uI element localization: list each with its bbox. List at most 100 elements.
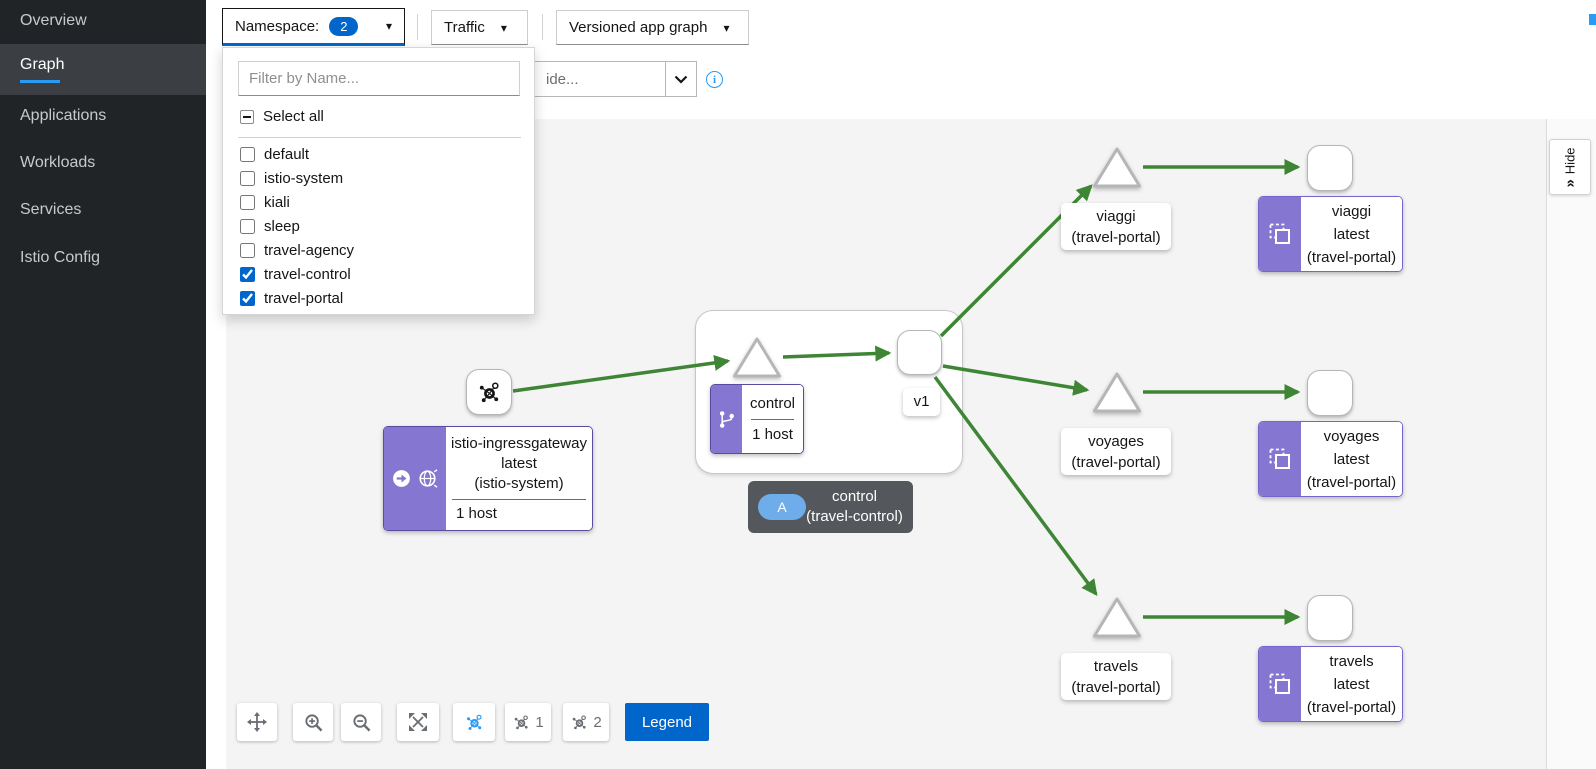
- namespace-option-kiali[interactable]: kiali: [240, 194, 290, 211]
- label-service-viaggi[interactable]: viaggi (travel-portal): [1061, 203, 1171, 250]
- graph-layout-icon: [466, 714, 482, 730]
- chevron-down-icon[interactable]: [665, 62, 696, 96]
- sidebar-item-label: Applications: [20, 107, 107, 124]
- root-arrow-icon: [393, 470, 410, 487]
- traffic-dropdown-toggle[interactable]: Traffic ▾: [431, 10, 528, 45]
- app-badge: A: [758, 494, 806, 520]
- checkbox[interactable]: [240, 171, 255, 186]
- traffic-label: Traffic: [444, 19, 485, 36]
- sidebar-item-label: Graph: [20, 56, 65, 73]
- node-app-viaggi[interactable]: [1307, 145, 1353, 191]
- sidebar-item-overview[interactable]: Overview: [0, 12, 206, 30]
- sidebar-item-label: Services: [20, 201, 82, 218]
- node-name: istio-ingressgateway: [451, 434, 587, 452]
- node-istio-ingressgateway[interactable]: [466, 369, 512, 415]
- namespace-count-badge: 2: [329, 16, 359, 36]
- collapsed-side-panel: [1546, 119, 1596, 769]
- node-app-travels[interactable]: [1307, 595, 1353, 641]
- namespace-label: Namespace:: [235, 17, 320, 35]
- layout-2-button[interactable]: 2: [563, 703, 609, 741]
- label-service-travels[interactable]: travels (travel-portal): [1061, 653, 1171, 700]
- label-divider: [451, 498, 587, 500]
- node-version: latest: [501, 454, 537, 472]
- sidebar-item-graph[interactable]: Graph: [0, 44, 206, 95]
- sidebar-item-istio-config[interactable]: Istio Config: [0, 249, 206, 267]
- label-control-v1[interactable]: v1: [903, 388, 940, 416]
- namespace-option-istio-system[interactable]: istio-system: [240, 170, 343, 187]
- node-namespace: (istio-system): [474, 474, 564, 492]
- node-service-control[interactable]: [731, 335, 783, 380]
- label-service-voyages[interactable]: voyages (travel-portal): [1061, 428, 1171, 475]
- graph-layout-icon: [573, 714, 587, 729]
- node-hosts: 1 host: [456, 504, 497, 522]
- select-all-checkbox[interactable]: Select all: [240, 108, 324, 125]
- gateway-globe-icon: [419, 469, 438, 488]
- toolbar-divider: [542, 14, 543, 40]
- zoom-out-button[interactable]: [341, 703, 381, 741]
- pan-button[interactable]: [237, 703, 277, 741]
- hide-tab-label: Hide: [1562, 146, 1578, 174]
- node-name: control: [749, 394, 796, 412]
- versioned-app-icon: [1269, 673, 1290, 694]
- info-icon[interactable]: i: [706, 71, 723, 88]
- label-istio-ingressgateway[interactable]: istio-ingressgateway latest (istio-syste…: [383, 426, 593, 531]
- group-label-control[interactable]: A control (travel-control): [748, 481, 913, 533]
- namespace-option-sleep[interactable]: sleep: [240, 218, 300, 235]
- zoom-in-icon: [304, 713, 322, 731]
- expand-arrows-icon: [409, 713, 427, 731]
- caret-down-icon: ▾: [723, 20, 730, 35]
- node-service-voyages[interactable]: [1091, 370, 1143, 415]
- node-app-voyages[interactable]: [1307, 370, 1353, 416]
- layout-1-button[interactable]: 1: [505, 703, 551, 741]
- namespace-filter-input[interactable]: [238, 61, 520, 96]
- layout-default-button[interactable]: [453, 703, 495, 741]
- toolbar-divider: [417, 14, 418, 40]
- label-divider: [751, 418, 794, 420]
- checkbox[interactable]: [240, 267, 255, 282]
- node-service-travels[interactable]: [1091, 595, 1143, 640]
- namespace-dropdown-toggle[interactable]: Namespace: 2 ▾: [222, 8, 405, 46]
- graph-layout-icon: [515, 714, 529, 729]
- label-app-voyages[interactable]: voyages latest (travel-portal): [1258, 421, 1403, 497]
- sidebar-item-label: Overview: [20, 12, 87, 29]
- namespace-option-travel-portal[interactable]: travel-portal: [240, 290, 343, 307]
- hide-edges-placeholder: ide...: [546, 70, 579, 88]
- graph-type-dropdown-toggle[interactable]: Versioned app graph ▾: [556, 10, 749, 45]
- label-service-control[interactable]: control 1 host: [710, 384, 804, 454]
- namespace-option-travel-control[interactable]: travel-control: [240, 266, 351, 283]
- checkbox[interactable]: [240, 195, 255, 210]
- group-name: control: [831, 488, 878, 505]
- sidebar-item-workloads[interactable]: Workloads: [0, 154, 206, 172]
- double-chevron-icon: »: [1561, 178, 1579, 188]
- graph-type-label: Versioned app graph: [569, 19, 708, 36]
- node-service-viaggi[interactable]: [1091, 145, 1143, 190]
- legend-button[interactable]: Legend: [625, 703, 709, 741]
- git-branch-icon: [719, 410, 734, 428]
- checkbox[interactable]: [240, 219, 255, 234]
- zoom-in-button[interactable]: [293, 703, 333, 741]
- versioned-app-icon: [1269, 223, 1290, 244]
- sidebar-item-services[interactable]: Services: [0, 201, 206, 219]
- checkbox[interactable]: [240, 291, 255, 306]
- mesh-topology-icon: [479, 381, 499, 402]
- checkbox[interactable]: [240, 243, 255, 258]
- fit-to-screen-button[interactable]: [397, 703, 439, 741]
- gateway-label-icons: [384, 427, 446, 530]
- sidebar-item-applications[interactable]: Applications: [0, 107, 206, 125]
- active-nav-underline: [20, 80, 60, 83]
- caret-down-icon: ▾: [500, 20, 507, 35]
- namespace-option-default[interactable]: default: [240, 146, 309, 163]
- sidebar-nav: Overview Graph Applications Workloads Se…: [0, 0, 206, 769]
- group-namespace: (travel-control): [806, 508, 903, 525]
- control-label-icon-side: [711, 385, 742, 453]
- namespace-dropdown-panel: Select all default istio-system kiali sl…: [222, 47, 535, 315]
- clipped-toolbar-icon: [1589, 14, 1596, 25]
- versioned-app-icon: [1269, 448, 1290, 469]
- node-control-v1[interactable]: [897, 330, 942, 375]
- checkbox[interactable]: [240, 147, 255, 162]
- namespace-option-travel-agency[interactable]: travel-agency: [240, 242, 354, 259]
- hide-panel-tab[interactable]: » Hide: [1549, 139, 1591, 195]
- label-app-travels[interactable]: travels latest (travel-portal): [1258, 646, 1403, 722]
- label-app-viaggi[interactable]: viaggi latest (travel-portal): [1258, 196, 1403, 272]
- move-icon: [247, 712, 267, 732]
